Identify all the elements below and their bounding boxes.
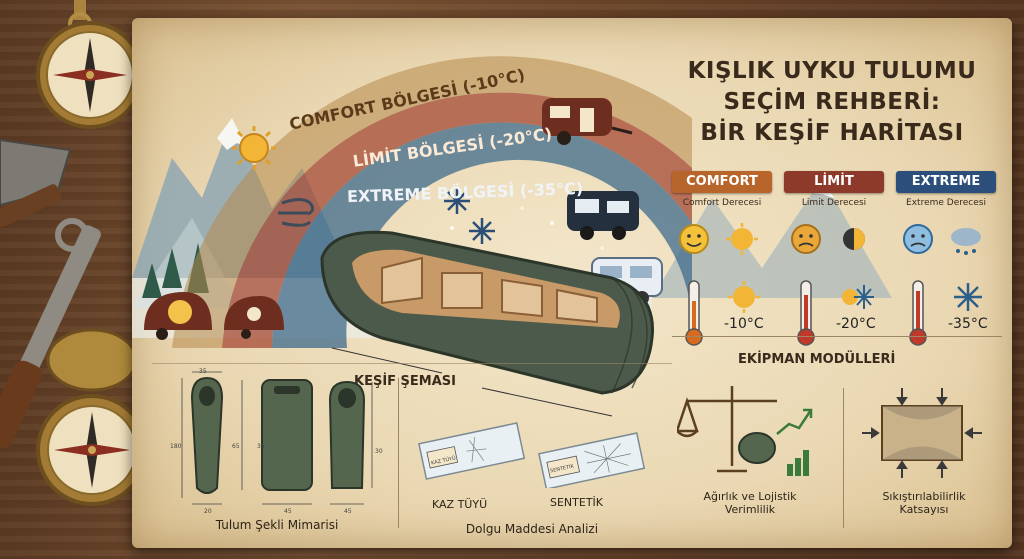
compress-arrows-icon [862, 388, 982, 478]
tool-icon [0, 218, 101, 449]
trend-arrow-icon [776, 408, 813, 435]
weight-illustration [677, 386, 813, 476]
compress-caption-line-2: Katsayısı [899, 503, 949, 516]
wind-icon-zone [278, 198, 315, 227]
dim-height-b: 65 [232, 443, 240, 450]
mummy-bag-icon [190, 376, 224, 494]
sun-icon-comfort-2 [733, 286, 755, 308]
cold-face-icon [903, 224, 933, 254]
bag-shapes-illustration [181, 371, 373, 505]
limit-card-subtitle: Limit Derecesi [801, 198, 867, 208]
shape-caption: Tulum Şekli Mimarisi [215, 518, 339, 532]
weight-caption-line-1: Ağırlık ve Lojistik [703, 490, 797, 503]
equipment-title: EKİPMAN MODÜLLERİ [738, 352, 896, 367]
equipment-divider-mid [843, 388, 844, 528]
compress-caption-line-1: Sıkıştırılabilirlik [882, 490, 966, 503]
happy-face-icon [679, 224, 709, 254]
weight-caption: Ağırlık ve Lojistik Verimlilik [680, 490, 820, 516]
map-parchment: COMFORT BÖLGESİ (-10°C) LİMİT BÖLGESİ (-… [132, 18, 1012, 548]
weight-caption-line-2: Verimlilik [724, 503, 776, 516]
sun-icon-comfort [731, 228, 753, 250]
semi-rect-bag-icon [328, 380, 366, 489]
schema-label: KEŞİF ŞEMASI [354, 374, 457, 389]
fill-samples-illustration [418, 422, 646, 488]
dim-top-width: 35 [199, 368, 207, 375]
rectangular-bag-icon [261, 379, 313, 491]
sun-snow-icon [842, 285, 874, 309]
dim-height-a: 180 [170, 443, 182, 450]
title-line-3: BİR KEŞİF HARİTASI [700, 120, 964, 146]
bottom-divider-vertical [398, 378, 399, 528]
comfort-card-header: COMFORT [672, 171, 772, 193]
extreme-zone-arc [272, 122, 692, 348]
comfort-card-subtitle: Comfort Derecesi [682, 198, 762, 208]
bag-icon [738, 432, 776, 464]
compass-icon-bottom [36, 328, 140, 506]
cloud-snow-icon [951, 228, 981, 255]
fill-caption: Dolgu Maddesi Analizi [465, 522, 599, 536]
snowflake-icon-zone [444, 188, 495, 244]
caravan-icon-1 [542, 98, 633, 145]
extreme-icons [903, 224, 982, 346]
limit-card-header: LİMİT [784, 171, 884, 193]
synthetic-sample-icon [538, 432, 646, 488]
dim-height-d: 30 [375, 448, 383, 455]
down-sample-icon [418, 422, 526, 480]
comfort-card-temp: -10°C [724, 316, 764, 332]
compress-illustration [862, 388, 982, 478]
dim-bottom-c: 45 [344, 508, 352, 515]
dim-height-c: 35 [257, 443, 265, 450]
sleeping-bag-cutaway [320, 230, 654, 395]
title-line-1: KIŞLIK UYKU TULUMU [687, 58, 977, 84]
teardrop-camper-icon-1 [144, 292, 212, 340]
extreme-card-temp: -35°C [948, 316, 988, 332]
down-label: KAZ TÜYÜ [432, 498, 488, 511]
teardrop-camper-icon-2 [224, 296, 284, 339]
compress-caption: Sıkıştırılabilirlik Katsayısı [854, 490, 994, 516]
snowflake-icon-extreme [954, 283, 982, 311]
caravan-icon-2 [567, 191, 639, 240]
extreme-card: EXTREME Extreme Derecesi -35°C [896, 171, 996, 346]
limit-card-temp: -20°C [836, 316, 876, 332]
comfort-card: COMFORT Comfort Derecesi -10°C [672, 171, 772, 346]
limit-card: LİMİT Limit Derecesi -20°C [784, 171, 884, 346]
scale-icon [677, 386, 777, 473]
sun-icon-zone [232, 126, 276, 170]
title-line-2: SEÇİM REHBERİ: [723, 89, 941, 115]
dim-bottom-b: 45 [284, 508, 292, 515]
limit-zone-arc [222, 92, 692, 348]
tools-decoration [0, 0, 140, 506]
extreme-card-subtitle: Extreme Derecesi [906, 198, 986, 208]
equipment-divider-top [672, 336, 1002, 337]
temperature-cards: COMFORT Comfort Derecesi -10°C LİMİT Lim… [672, 171, 1002, 351]
dim-bottom-a: 20 [204, 508, 212, 515]
page-title: KIŞLIK UYKU TULUMU SEÇİM REHBERİ: BİR KE… [662, 56, 1002, 149]
synthetic-label: SENTETİK [550, 496, 604, 509]
compass-icon-top [36, 0, 140, 129]
comfort-zone-arc [172, 56, 692, 348]
comfort-icons [679, 223, 760, 346]
limit-icons [791, 224, 874, 346]
bar-icon [787, 450, 809, 476]
worried-face-icon [791, 224, 821, 254]
dimension-lines [331, 347, 613, 417]
bottom-divider [152, 363, 672, 364]
extreme-card-header: EXTREME [896, 171, 996, 193]
axe-icon [0, 138, 72, 228]
